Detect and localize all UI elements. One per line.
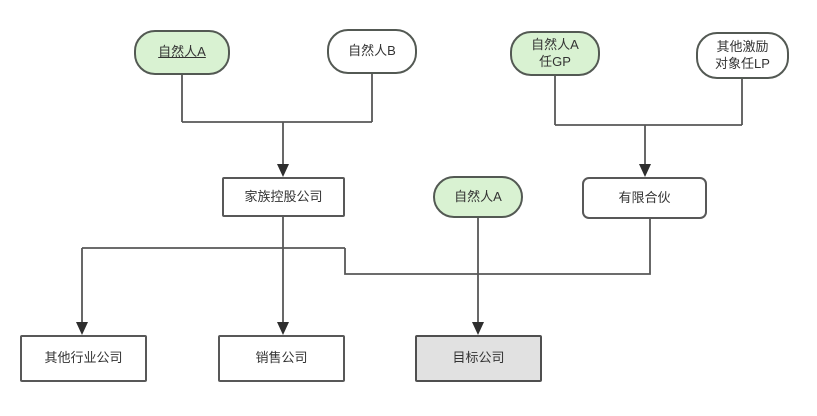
- node-natural-person-a-gp: 自然人A 任GP: [510, 31, 600, 76]
- node-sales-company: 销售公司: [218, 335, 345, 382]
- node-natural-person-a-top: 自然人A: [134, 30, 230, 75]
- node-natural-person-a-mid: 自然人A: [433, 176, 523, 218]
- node-label: 销售公司: [255, 350, 308, 366]
- node-label: 有限合伙: [618, 189, 671, 205]
- connector-lines: [81, 74, 743, 323]
- arrowhead-limited-partnership: [639, 164, 651, 177]
- node-natural-person-b: 自然人B: [327, 29, 417, 74]
- node-other-incentive-lp: 其他激励 对象任LP: [696, 32, 789, 79]
- edge-limited-partnership-link: [344, 219, 651, 275]
- node-family-holding-company: 家族控股公司: [222, 177, 345, 217]
- arrowhead-other-industry: [76, 322, 88, 335]
- node-label: 自然人A: [454, 188, 502, 204]
- node-label: 其他行业公司: [44, 350, 123, 366]
- node-label: 自然人B: [348, 43, 396, 59]
- node-label: 自然人A 任GP: [531, 36, 579, 69]
- node-target-company: 目标公司: [415, 335, 542, 382]
- node-label: 目标公司: [452, 350, 505, 366]
- arrowhead-family-holding: [277, 164, 289, 177]
- arrowhead-target: [472, 322, 484, 335]
- node-label: 自然人A: [158, 44, 206, 60]
- node-other-industry-company: 其他行业公司: [20, 335, 147, 382]
- node-label: 其他激励 对象任LP: [715, 38, 770, 71]
- node-label: 家族控股公司: [244, 188, 323, 204]
- arrowheads: [76, 164, 651, 335]
- arrowhead-sales: [277, 322, 289, 335]
- node-limited-partnership: 有限合伙: [582, 177, 707, 219]
